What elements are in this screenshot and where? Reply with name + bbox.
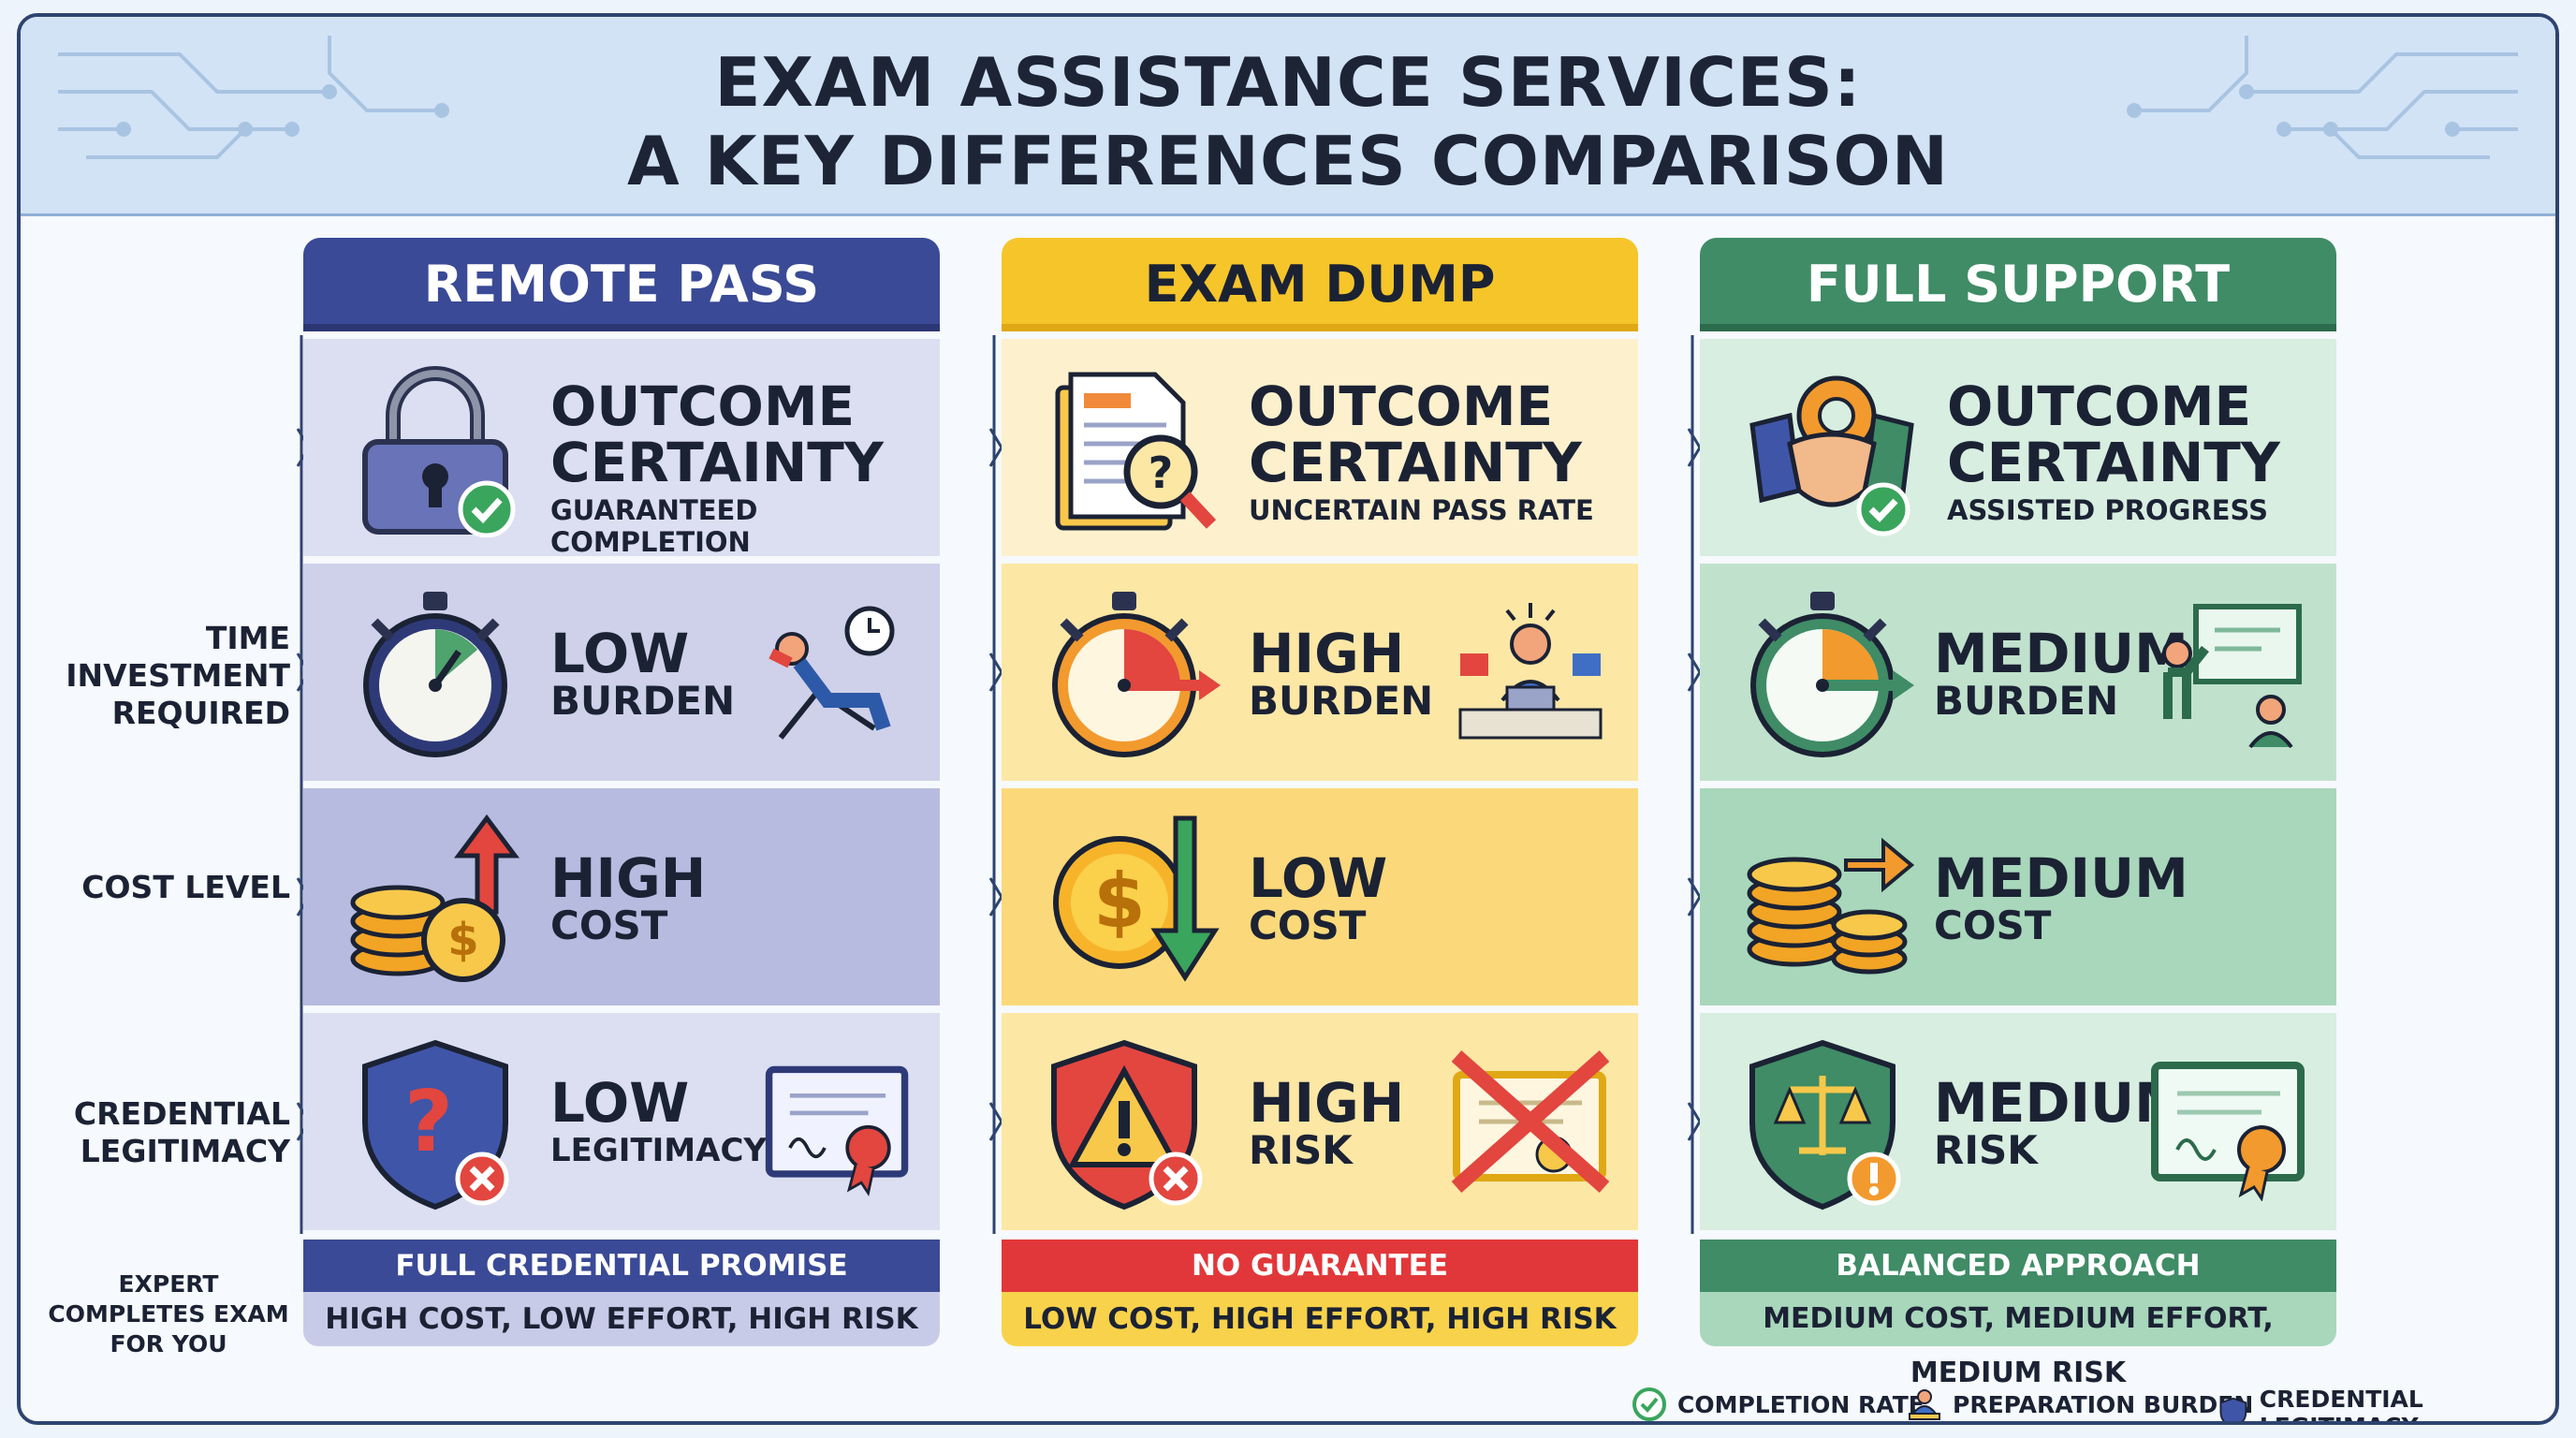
- column-header-remote-pass: REMOTE PASS: [303, 238, 940, 331]
- time-level: LOW: [550, 622, 690, 685]
- summary-bar: HIGH COST, LOW EFFORT, HIGH RISK: [303, 1292, 940, 1346]
- svg-text:?: ?: [404, 1073, 453, 1171]
- cost-label: COST: [550, 902, 668, 948]
- legend-label: COMPLETION RATE: [1677, 1390, 1925, 1418]
- outcome-detail: GUARANTEED COMPLETION: [550, 494, 758, 558]
- cell-credential: HIGH RISK: [1002, 1013, 1638, 1230]
- svg-text:?: ?: [1149, 448, 1174, 498]
- cell-credential: MEDIUM RISK: [1700, 1013, 2336, 1230]
- certificate-icon: [765, 1065, 909, 1196]
- relaxing-person-icon: [768, 606, 895, 740]
- shield-icon: [2219, 1397, 2247, 1421]
- title-banner: EXAM ASSISTANCE SERVICES: A KEY DIFFEREN…: [21, 17, 2555, 216]
- legend-label: CREDENTIAL LEGITIMACY: [2259, 1386, 2423, 1421]
- cell-outcome: OUTCOME CERTAINTY ASSISTED PROGRESS: [1700, 339, 2336, 556]
- promise-banner: FULL CREDENTIAL PROMISE: [303, 1240, 940, 1292]
- credential-level: HIGH: [1249, 1071, 1405, 1135]
- cost-label: COST: [1249, 902, 1367, 948]
- coins-up-arrow-icon: $: [350, 814, 520, 982]
- stopwatch-fast-icon: [1052, 592, 1221, 757]
- page-title: EXAM ASSISTANCE SERVICES: A KEY DIFFEREN…: [21, 43, 2555, 200]
- handshake-gear-icon: [1749, 375, 1914, 536]
- title-line-2: A KEY DIFFERENCES COMPARISON: [626, 122, 1950, 200]
- time-level: HIGH: [1249, 622, 1405, 685]
- credential-label: RISK: [1934, 1127, 2038, 1173]
- credential-label: RISK: [1249, 1127, 1353, 1173]
- time-label: BURDEN: [1249, 678, 1434, 724]
- promise-banner: NO GUARANTEE: [1002, 1240, 1638, 1292]
- summary-bar: MEDIUM COST, MEDIUM EFFORT, MEDIUM RISK: [1700, 1292, 2336, 1389]
- shield-scales-icon: [1749, 1039, 1901, 1211]
- outcome-title: OUTCOME CERTAINTY: [550, 374, 884, 494]
- cell-cost: $ HIGH COST: [303, 788, 940, 1005]
- time-label: BURDEN: [1934, 678, 2119, 724]
- outcome-detail: ASSISTED PROGRESS: [1947, 494, 2269, 526]
- row-label-cost: COST LEVEL: [81, 869, 290, 905]
- cost-level: HIGH: [550, 846, 707, 910]
- time-level: MEDIUM: [1934, 622, 2188, 685]
- cell-time: HIGH BURDEN: [1002, 564, 1638, 781]
- studying-person-icon: [1909, 1389, 1940, 1420]
- padlock-icon: [362, 366, 516, 537]
- outcome-detail: UNCERTAIN PASS RATE: [1249, 494, 1594, 526]
- cell-outcome: OUTCOME CERTAINTY GUARANTEED COMPLETION: [303, 339, 940, 558]
- stopwatch-medium-icon: [1750, 592, 1914, 757]
- cost-level: LOW: [1249, 846, 1388, 910]
- time-label: BURDEN: [550, 678, 736, 724]
- stopwatch-icon: [363, 592, 507, 757]
- column-exam-dump: EXAM DUMP ? OUTCOME CERTAINTY UNCERTAIN …: [1002, 238, 1638, 1346]
- cell-time: MEDIUM BURDEN: [1700, 564, 2336, 781]
- outcome-title: OUTCOME CERTAINTY: [1249, 374, 1582, 494]
- invalid-certificate-icon: [1451, 1050, 1610, 1193]
- document-search-icon: ?: [1055, 372, 1217, 531]
- certificate-ribbon-icon: [2151, 1062, 2305, 1201]
- title-line-1: EXAM ASSISTANCE SERVICES:: [714, 43, 1862, 122]
- row-label-credential: CREDENTIAL LEGITIMACY: [73, 1095, 290, 1169]
- column-header-full-support: FULL SUPPORT: [1700, 238, 2336, 331]
- tutor-whiteboard-icon: [2162, 604, 2302, 749]
- studying-person-icon: [1458, 603, 1603, 740]
- credential-label: LEGITIMACY: [550, 1132, 768, 1169]
- coin-down-arrow-icon: $: [1053, 815, 1220, 982]
- promise-banner: BALANCED APPROACH: [1700, 1240, 2336, 1292]
- legend-item-preparation-burden: PREPARATION BURDEN: [1906, 1386, 2254, 1421]
- coins-arrow-icon: [1747, 837, 1915, 975]
- row-label-time: TIME INVESTMENT REQUIRED: [66, 620, 290, 731]
- legend-item-credential-legitimacy: CREDENTIAL LEGITIMACY: [2217, 1386, 2555, 1421]
- row-label-expert: EXPERT COMPLETES EXAM FOR YOU: [48, 1270, 289, 1357]
- column-remote-pass: REMOTE PASS OUTCOME CERTAINTY GUARANTEED…: [303, 238, 940, 1346]
- cost-label: COST: [1934, 902, 2052, 948]
- legend-label: PREPARATION BURDEN: [1953, 1390, 2254, 1418]
- summary-bar: LOW COST, HIGH EFFORT, HIGH RISK: [1002, 1292, 1638, 1346]
- shield-question-icon: ?: [362, 1039, 509, 1211]
- column-full-support: FULL SUPPORT OUTCOME CERTAINTY ASSISTED …: [1700, 238, 2336, 1389]
- frame: EXAM ASSISTANCE SERVICES: A KEY DIFFEREN…: [17, 13, 2559, 1425]
- credential-level: MEDIUM: [1934, 1071, 2188, 1135]
- cell-credential: ? LOW LEGITIMACY: [303, 1013, 940, 1230]
- warning-shield-icon: [1051, 1039, 1203, 1211]
- svg-text:$: $: [1093, 858, 1146, 945]
- column-header-exam-dump: EXAM DUMP: [1002, 238, 1638, 331]
- cell-cost: $ LOW COST: [1002, 788, 1638, 1005]
- cell-outcome: ? OUTCOME CERTAINTY UNCERTAIN PASS RATE: [1002, 339, 1638, 556]
- outcome-title: OUTCOME CERTAINTY: [1947, 374, 2280, 494]
- cost-level: MEDIUM: [1934, 846, 2188, 910]
- cell-time: LOW BURDEN: [303, 564, 940, 781]
- legend-item-completion-rate: COMPLETION RATE: [1631, 1386, 1925, 1421]
- circuit-decoration-right-icon: [2127, 36, 2518, 159]
- cell-cost: MEDIUM COST: [1700, 788, 2336, 1005]
- credential-level: LOW: [550, 1071, 690, 1135]
- check-circle-icon: [1632, 1387, 1666, 1421]
- svg-text:$: $: [447, 914, 478, 966]
- circuit-decoration-left-icon: [58, 36, 449, 159]
